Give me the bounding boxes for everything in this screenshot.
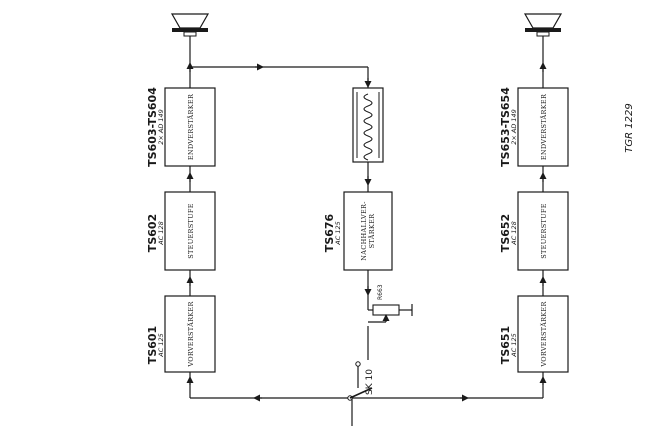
block-ts653-ts654: ENDVERSTÄRKER TS653-TS654 2× AD 149: [499, 87, 569, 167]
block-ts601-type: AC 125: [157, 333, 165, 357]
figure-code: TGR 1229: [624, 103, 635, 152]
block-ts652-ref: TS652: [499, 214, 512, 252]
block-ts603-function: ENDVERSTÄRKER: [186, 93, 195, 160]
speaker-left-icon: [170, 13, 210, 37]
block-ts676: NACHHALLVER- STÄRKER TS676 AC 125: [323, 191, 393, 271]
block-ts603-ts604: ENDVERSTÄRKER TS603-TS604 2× AD 149: [146, 87, 216, 167]
block-ts603-ref: TS603-TS604: [146, 87, 159, 167]
block-ts601-function: VORVERSTÄRKER: [186, 301, 195, 368]
switch-label: SK 10: [365, 369, 375, 395]
block-ts651-function: VORVERSTÄRKER: [539, 301, 548, 368]
block-ts602: STEUERSTUFE TS602 AC 128: [146, 191, 216, 271]
block-ts652: STEUERSTUFE TS652 AC 128: [499, 191, 569, 271]
block-ts676-function-line2: STÄRKER: [367, 213, 376, 248]
speaker-right-icon: [523, 13, 563, 37]
block-ts676-function-line1: NACHHALLVER-: [360, 201, 368, 260]
block-ts602-function: STEUERSTUFE: [187, 203, 195, 258]
switch-sk10: SK 10: [347, 361, 375, 401]
block-ts651-type: AC 125: [510, 333, 518, 357]
block-ts676-ref: TS676: [323, 213, 336, 252]
block-ts602-type: AC 128: [157, 221, 165, 245]
signal-wiring: [186, 35, 547, 426]
block-ts603-type: 2× AD 149: [157, 109, 165, 145]
block-ts653-type: 2× AD 149: [510, 109, 518, 145]
block-ts601: VORVERSTÄRKER TS601 AC 125: [146, 295, 216, 373]
potentiometer-label: R663: [377, 284, 384, 300]
block-ts653-ref: TS653-TS654: [499, 87, 512, 167]
block-ts653-function: ENDVERSTÄRKER: [539, 93, 548, 160]
block-ts651-ref: TS651: [499, 326, 512, 364]
block-ts601-ref: TS601: [146, 326, 159, 364]
reverb-spring-icon: [352, 87, 384, 163]
block-ts652-function: STEUERSTUFE: [540, 203, 548, 258]
block-ts676-type: AC 125: [334, 221, 342, 245]
block-ts602-ref: TS602: [146, 214, 159, 252]
block-ts652-type: AC 128: [510, 221, 518, 245]
potentiometer-r663: R663: [367, 284, 413, 323]
block-ts651: VORVERSTÄRKER TS651 AC 125: [499, 295, 569, 373]
